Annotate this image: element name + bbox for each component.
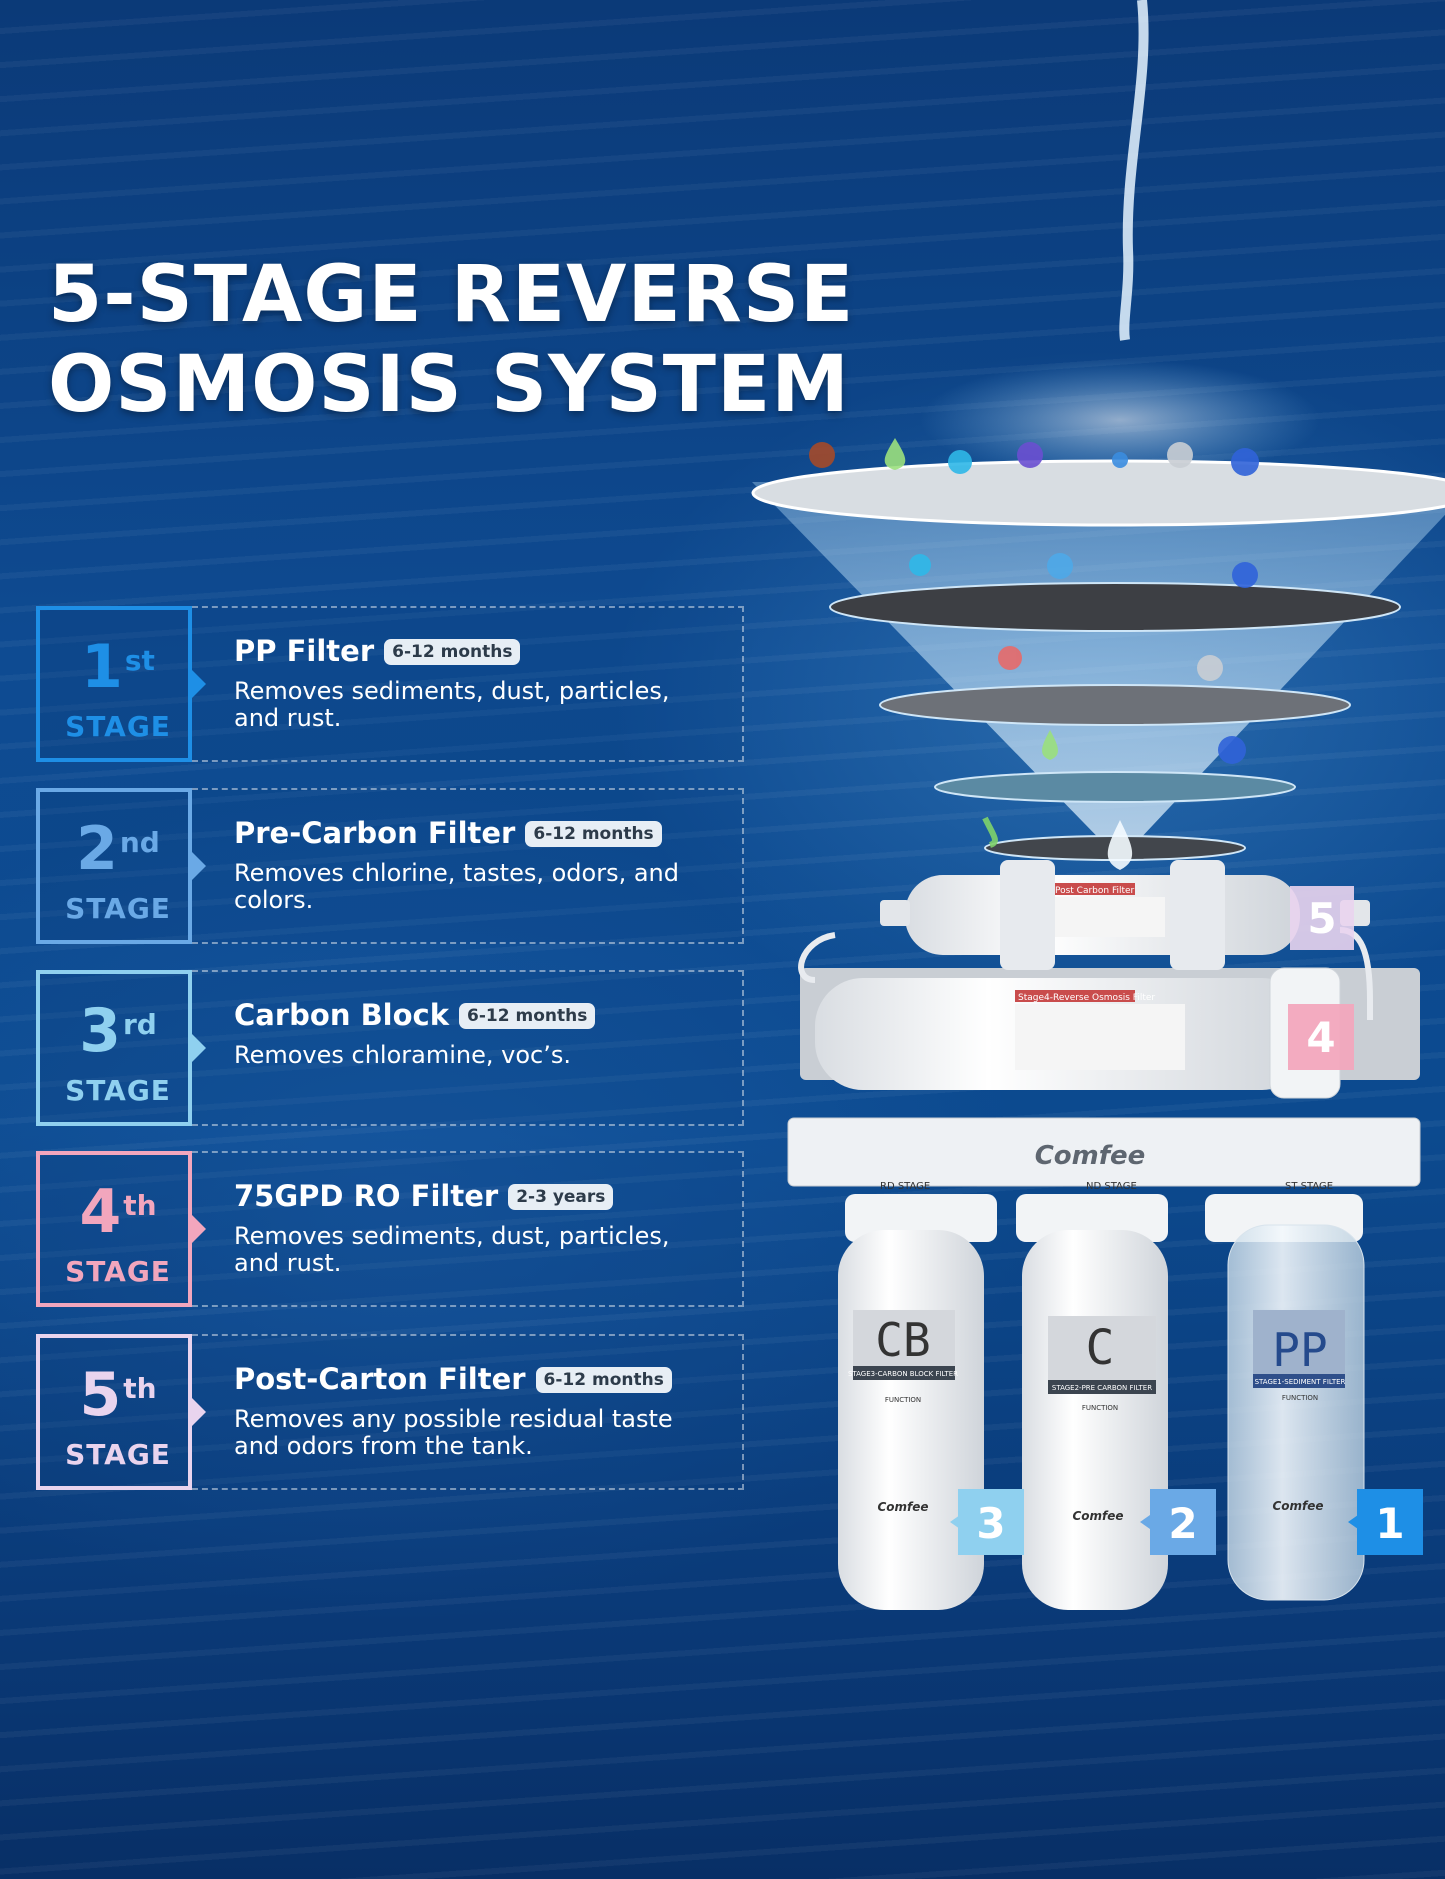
- duration-badge: 6-12 months: [535, 1367, 672, 1393]
- stage-arrow-icon: [192, 1034, 206, 1062]
- canister-3: CB STAGE3-CARBON BLOCK FILTER FUNCTION C…: [838, 1194, 997, 1610]
- contaminant-particles: [809, 438, 1259, 870]
- svg-text:3: 3: [976, 1499, 1005, 1548]
- title-line-2: OSMOSIS SYSTEM: [48, 340, 850, 430]
- filter-description: Removes any possible residual taste and …: [234, 1405, 673, 1460]
- canister-1-title: STAGE1-SEDIMENT FILTER: [1255, 1378, 1346, 1386]
- filter-funnel: [752, 482, 1445, 860]
- canister-3-function: FUNCTION: [885, 1396, 921, 1404]
- stage-badge: 2nd STAGE: [36, 788, 192, 944]
- tag-5: 5: [1290, 886, 1354, 950]
- svg-text:5: 5: [1307, 894, 1336, 943]
- stage-frame: [192, 970, 744, 1126]
- tag-2: 2: [1140, 1489, 1216, 1555]
- stage-badge: 1st STAGE: [36, 606, 192, 762]
- canister-2: C STAGE2-PRE CARBON FILTER FUNCTION Comf…: [1016, 1194, 1168, 1610]
- ro-membrane-4-label: Stage4-Reverse Osmosis Filter: [1018, 993, 1155, 1003]
- canister-3-letter: CB: [875, 1313, 930, 1367]
- filter-description: Removes chlorine, tastes, odors, and col…: [234, 859, 679, 914]
- duration-badge: 2-3 years: [508, 1184, 614, 1210]
- stage-frame: [192, 788, 744, 944]
- stage-word: STAGE: [65, 710, 171, 743]
- tag-4: 4: [1288, 1004, 1354, 1070]
- stage-3-label: RD STAGE: [880, 1181, 930, 1192]
- stage-badge: 4th STAGE: [36, 1151, 192, 1307]
- stage-2-label: ND STAGE: [1086, 1181, 1137, 1192]
- duration-badge: 6-12 months: [384, 639, 521, 665]
- canister-1-letter: PP: [1272, 1323, 1327, 1377]
- stage-badge: 5th STAGE: [36, 1334, 192, 1490]
- stage-number: 3rd: [79, 996, 157, 1066]
- canister-2-letter: C: [1086, 1320, 1115, 1376]
- filter-description: Removes sediments, dust, particles, and …: [234, 677, 670, 732]
- canister-3-brand: Comfee: [877, 1500, 928, 1514]
- canister-1-brand: Comfee: [1272, 1499, 1323, 1513]
- svg-text:2: 2: [1168, 1499, 1197, 1548]
- filter-layer-4: [934, 771, 1296, 803]
- stage-frame: [192, 1151, 744, 1307]
- filter-layer-3: [879, 684, 1351, 726]
- stage-number: 4th: [79, 1177, 157, 1247]
- stage-word: STAGE: [65, 1074, 171, 1107]
- stage-word: STAGE: [65, 892, 171, 925]
- canister-2-title: STAGE2-PRE CARBON FILTER: [1052, 1384, 1152, 1392]
- filter-description: Removes chloramine, voc’s.: [234, 1041, 571, 1069]
- stage-arrow-icon: [192, 670, 206, 698]
- mounting-plate: [787, 1117, 1421, 1187]
- title-line-1: 5-STAGE REVERSE: [48, 250, 855, 340]
- stage-arrow-icon: [192, 1398, 206, 1426]
- stage-word: STAGE: [65, 1255, 171, 1288]
- stage-word: STAGE: [65, 1438, 171, 1471]
- duration-badge: 6-12 months: [459, 1003, 596, 1029]
- stage-badge: 3rd STAGE: [36, 970, 192, 1126]
- stage-frame: [192, 606, 744, 762]
- svg-text:4: 4: [1306, 1013, 1335, 1062]
- brand-logo: Comfee: [1035, 1141, 1146, 1171]
- filter-description: Removes sediments, dust, particles, and …: [234, 1222, 670, 1277]
- tag-3: 3: [950, 1489, 1024, 1555]
- water-stream: [1119, 0, 1149, 341]
- stage-number: 2nd: [76, 814, 160, 884]
- inline-filter-5-label: Stage5-Post Carbon Filter: [1020, 886, 1135, 896]
- stage-arrow-icon: [192, 852, 206, 880]
- duration-badge: 6-12 months: [525, 821, 662, 847]
- canister-2-function: FUNCTION: [1082, 1404, 1118, 1412]
- canister-1-function: FUNCTION: [1282, 1394, 1318, 1402]
- canister-1: PP STAGE1-SEDIMENT FILTER FUNCTION Comfe…: [1205, 1194, 1365, 1601]
- stage-1-label: ST STAGE: [1285, 1181, 1333, 1192]
- svg-text:1: 1: [1375, 1499, 1404, 1548]
- filter-layer-1: [751, 459, 1445, 527]
- filter-layer-2: [829, 582, 1401, 632]
- canister-3-title: STAGE3-CARBON BLOCK FILTER: [848, 1370, 958, 1378]
- tag-1: 1: [1348, 1489, 1423, 1555]
- canister-2-brand: Comfee: [1072, 1509, 1123, 1523]
- page-title: 5-STAGE REVERSE OSMOSIS SYSTEM: [48, 250, 908, 430]
- stage-number: 1st: [81, 632, 155, 702]
- stage-frame: [192, 1334, 744, 1490]
- stage-number: 5th: [79, 1360, 157, 1430]
- stage-arrow-icon: [192, 1215, 206, 1243]
